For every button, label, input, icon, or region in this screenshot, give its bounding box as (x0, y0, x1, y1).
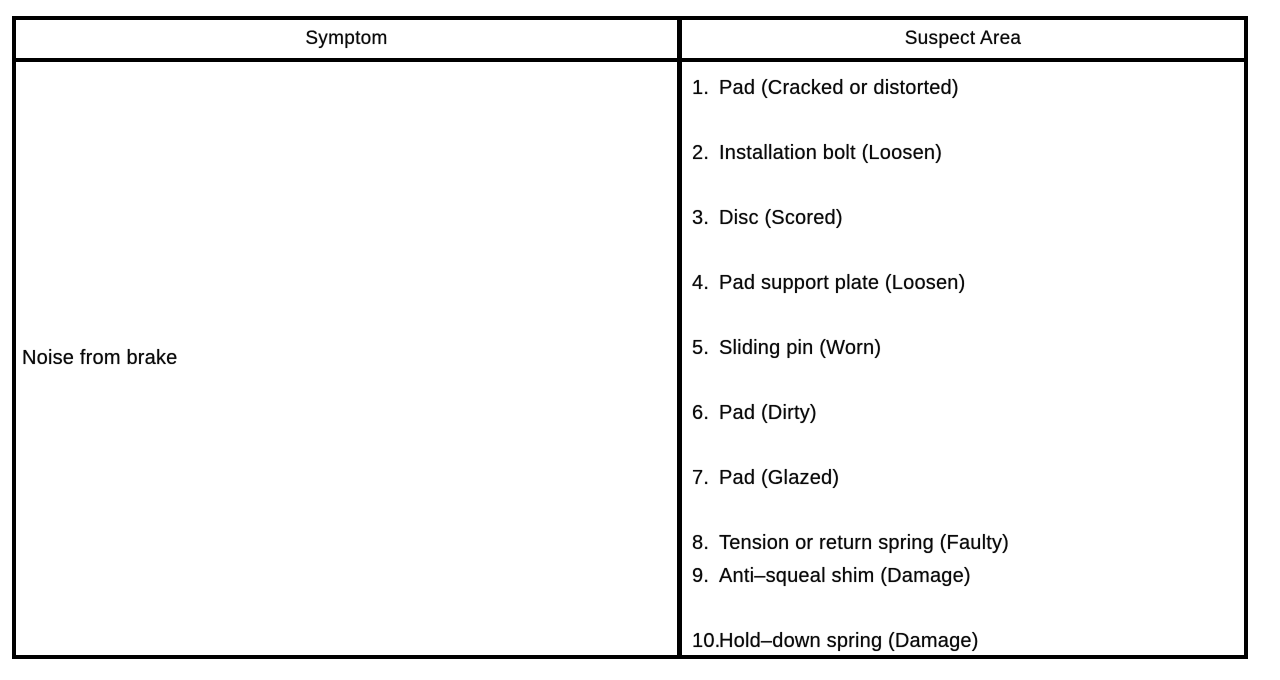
list-item: 1. Pad (Cracked or distorted) (692, 78, 1244, 98)
list-item-label: Installation bolt (Loosen) (719, 142, 943, 164)
table-header-row: Symptom Suspect Area (16, 20, 1244, 62)
list-item: 7. Pad (Glazed) (692, 468, 1244, 488)
list-item-number: 8. (692, 532, 710, 554)
list-item: 8. Tension or return spring (Faulty) (692, 533, 1244, 553)
list-item-label: Pad support plate (Loosen) (719, 272, 966, 294)
list-item-label: Anti–squeal shim (Damage) (719, 565, 971, 587)
list-item-label: Tension or return spring (Faulty) (719, 532, 1010, 554)
list-item: 5. Sliding pin (Worn) (692, 338, 1244, 358)
list-item: 10. Hold–down spring (Damage) (692, 631, 1244, 651)
list-item: 9. Anti–squeal shim (Damage) (692, 566, 1244, 586)
list-item-number: 5. (692, 337, 710, 359)
list-item: 6. Pad (Dirty) (692, 403, 1244, 423)
table-row: Noise from brake 1. Pad (Cracked or dist… (16, 62, 1244, 655)
list-item-number: 1. (692, 77, 710, 99)
list-item-label: Pad (Cracked or distorted) (719, 77, 959, 99)
list-item-number: 4. (692, 272, 710, 294)
suspect-list: 1. Pad (Cracked or distorted) 2. Install… (682, 62, 1244, 655)
list-item-label: Sliding pin (Worn) (719, 337, 882, 359)
list-item-label: Disc (Scored) (719, 207, 843, 229)
list-item-label: Hold–down spring (Damage) (719, 630, 979, 652)
list-item-label: Pad (Dirty) (719, 402, 817, 424)
list-item: 4. Pad support plate (Loosen) (692, 273, 1244, 293)
list-item-label: Pad (Glazed) (719, 467, 840, 489)
list-item: 2. Installation bolt (Loosen) (692, 143, 1244, 163)
list-item-number: 10. (692, 630, 721, 652)
symptom-cell: Noise from brake (16, 62, 682, 655)
list-item-number: 7. (692, 467, 710, 489)
list-item-number: 2. (692, 142, 710, 164)
troubleshooting-table: Symptom Suspect Area Noise from brake 1.… (12, 16, 1248, 659)
list-item-number: 6. (692, 402, 710, 424)
list-item-number: 3. (692, 207, 710, 229)
list-item: 3. Disc (Scored) (692, 208, 1244, 228)
column-header-symptom: Symptom (16, 20, 682, 58)
column-header-suspect-area: Suspect Area (904, 28, 1022, 49)
list-item-number: 9. (692, 565, 710, 587)
